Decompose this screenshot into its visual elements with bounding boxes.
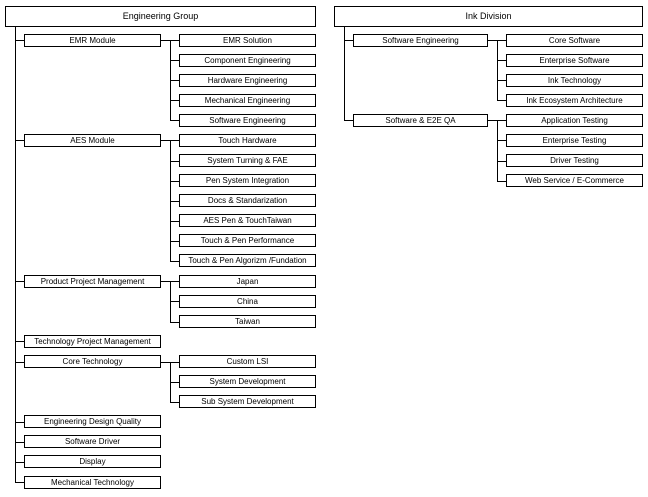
aes-module-label: AES Module bbox=[70, 135, 115, 145]
mechanical-technology-label: Mechanical Technology bbox=[50, 477, 134, 487]
china-label: China bbox=[237, 296, 258, 306]
hardware-engineering-label: Hardware Engineering bbox=[207, 75, 288, 85]
pen-system-integration-label: Pen System Integration bbox=[205, 175, 290, 185]
docs-standarization-box: Docs & Standarization bbox=[179, 194, 316, 207]
docs-standarization-label: Docs & Standarization bbox=[207, 195, 288, 205]
mechanical-technology-box: Mechanical Technology bbox=[24, 476, 161, 489]
hardware-engineering-box: Hardware Engineering bbox=[179, 74, 316, 87]
ink-division-box: Ink Division bbox=[334, 6, 643, 27]
core-software-box: Core Software bbox=[506, 34, 643, 47]
application-testing-label: Application Testing bbox=[541, 115, 608, 125]
enterprise-testing-label: Enterprise Testing bbox=[542, 135, 607, 145]
web-service-e-commerce-box: Web Service / E-Commerce bbox=[506, 174, 643, 187]
enterprise-software-label: Enterprise Software bbox=[539, 55, 610, 65]
driver-testing-label: Driver Testing bbox=[550, 155, 599, 165]
ink-technology-label: Ink Technology bbox=[547, 75, 602, 85]
web-service-e-commerce-label: Web Service / E-Commerce bbox=[525, 175, 624, 185]
engineering-design-quality-label: Engineering Design Quality bbox=[44, 416, 141, 426]
taiwan-label: Taiwan bbox=[235, 316, 260, 326]
emr-module-label: EMR Module bbox=[69, 35, 116, 45]
product-project-management-box: Product Project Management bbox=[24, 275, 161, 288]
japan-label: Japan bbox=[236, 276, 259, 286]
system-turning-fae-box: System Turning & FAE bbox=[179, 154, 316, 167]
touch-pen-performance-box: Touch & Pen Performance bbox=[179, 234, 316, 247]
enterprise-software-box: Enterprise Software bbox=[506, 54, 643, 67]
product-project-management-label: Product Project Management bbox=[40, 276, 145, 286]
mechanical-engineering-box: Mechanical Engineering bbox=[179, 94, 316, 107]
ink-ecosystem-architecture-box: Ink Ecosystem Architecture bbox=[506, 94, 643, 107]
software-driver-label: Software Driver bbox=[64, 436, 121, 446]
custom-lsi-label: Custom LSI bbox=[226, 356, 269, 366]
aes-pen-touch-taiwan-label: AES Pen & TouchTaiwan bbox=[203, 215, 292, 225]
touch-hardware-label: Touch Hardware bbox=[218, 135, 277, 145]
sub-system-development-label: Sub System Development bbox=[201, 396, 294, 406]
emr-solution-box: EMR Solution bbox=[179, 34, 316, 47]
touch-pen-performance-label: Touch & Pen Performance bbox=[200, 235, 295, 245]
pen-system-integration-box: Pen System Integration bbox=[179, 174, 316, 187]
enterprise-testing-box: Enterprise Testing bbox=[506, 134, 643, 147]
ink-ecosystem-architecture-label: Ink Ecosystem Architecture bbox=[526, 95, 623, 105]
emr-software-engineering-label: Software Engineering bbox=[209, 115, 286, 125]
software-e2e-qa-box: Software & E2E QA bbox=[353, 114, 488, 127]
display-label: Display bbox=[79, 456, 106, 466]
ink-software-engineering-label: Software Engineering bbox=[382, 35, 459, 45]
display-box: Display bbox=[24, 455, 161, 468]
engineering-design-quality-box: Engineering Design Quality bbox=[24, 415, 161, 428]
custom-lsi-box: Custom LSI bbox=[179, 355, 316, 368]
ink-division-title: Ink Division bbox=[465, 11, 512, 21]
core-software-label: Core Software bbox=[548, 35, 601, 45]
touch-hardware-box: Touch Hardware bbox=[179, 134, 316, 147]
mechanical-engineering-label: Mechanical Engineering bbox=[204, 95, 291, 105]
system-turning-fae-label: System Turning & FAE bbox=[207, 155, 288, 165]
system-development-label: System Development bbox=[209, 376, 286, 386]
component-engineering-label: Component Engineering bbox=[204, 55, 291, 65]
touch-pen-algorizm-label: Touch & Pen Algorizm /Fundation bbox=[188, 255, 307, 265]
engineering-group-box: Engineering Group bbox=[5, 6, 316, 27]
ink-technology-box: Ink Technology bbox=[506, 74, 643, 87]
emr-module-box: EMR Module bbox=[24, 34, 161, 47]
aes-module-box: AES Module bbox=[24, 134, 161, 147]
ink-software-engineering-box: Software Engineering bbox=[353, 34, 488, 47]
technology-project-management-box: Technology Project Management bbox=[24, 335, 161, 348]
sub-system-development-box: Sub System Development bbox=[179, 395, 316, 408]
engineering-group-title: Engineering Group bbox=[122, 11, 199, 21]
emr-software-engineering-box: Software Engineering bbox=[179, 114, 316, 127]
japan-box: Japan bbox=[179, 275, 316, 288]
taiwan-box: Taiwan bbox=[179, 315, 316, 328]
software-driver-box: Software Driver bbox=[24, 435, 161, 448]
touch-pen-algorizm-box: Touch & Pen Algorizm /Fundation bbox=[179, 254, 316, 267]
system-development-box: System Development bbox=[179, 375, 316, 388]
technology-project-management-label: Technology Project Management bbox=[34, 336, 151, 346]
application-testing-box: Application Testing bbox=[506, 114, 643, 127]
driver-testing-box: Driver Testing bbox=[506, 154, 643, 167]
core-technology-box: Core Technology bbox=[24, 355, 161, 368]
core-technology-label: Core Technology bbox=[62, 356, 123, 366]
emr-solution-label: EMR Solution bbox=[223, 35, 272, 45]
aes-pen-touch-taiwan-box: AES Pen & TouchTaiwan bbox=[179, 214, 316, 227]
component-engineering-box: Component Engineering bbox=[179, 54, 316, 67]
software-e2e-qa-label: Software & E2E QA bbox=[385, 115, 456, 125]
china-box: China bbox=[179, 295, 316, 308]
